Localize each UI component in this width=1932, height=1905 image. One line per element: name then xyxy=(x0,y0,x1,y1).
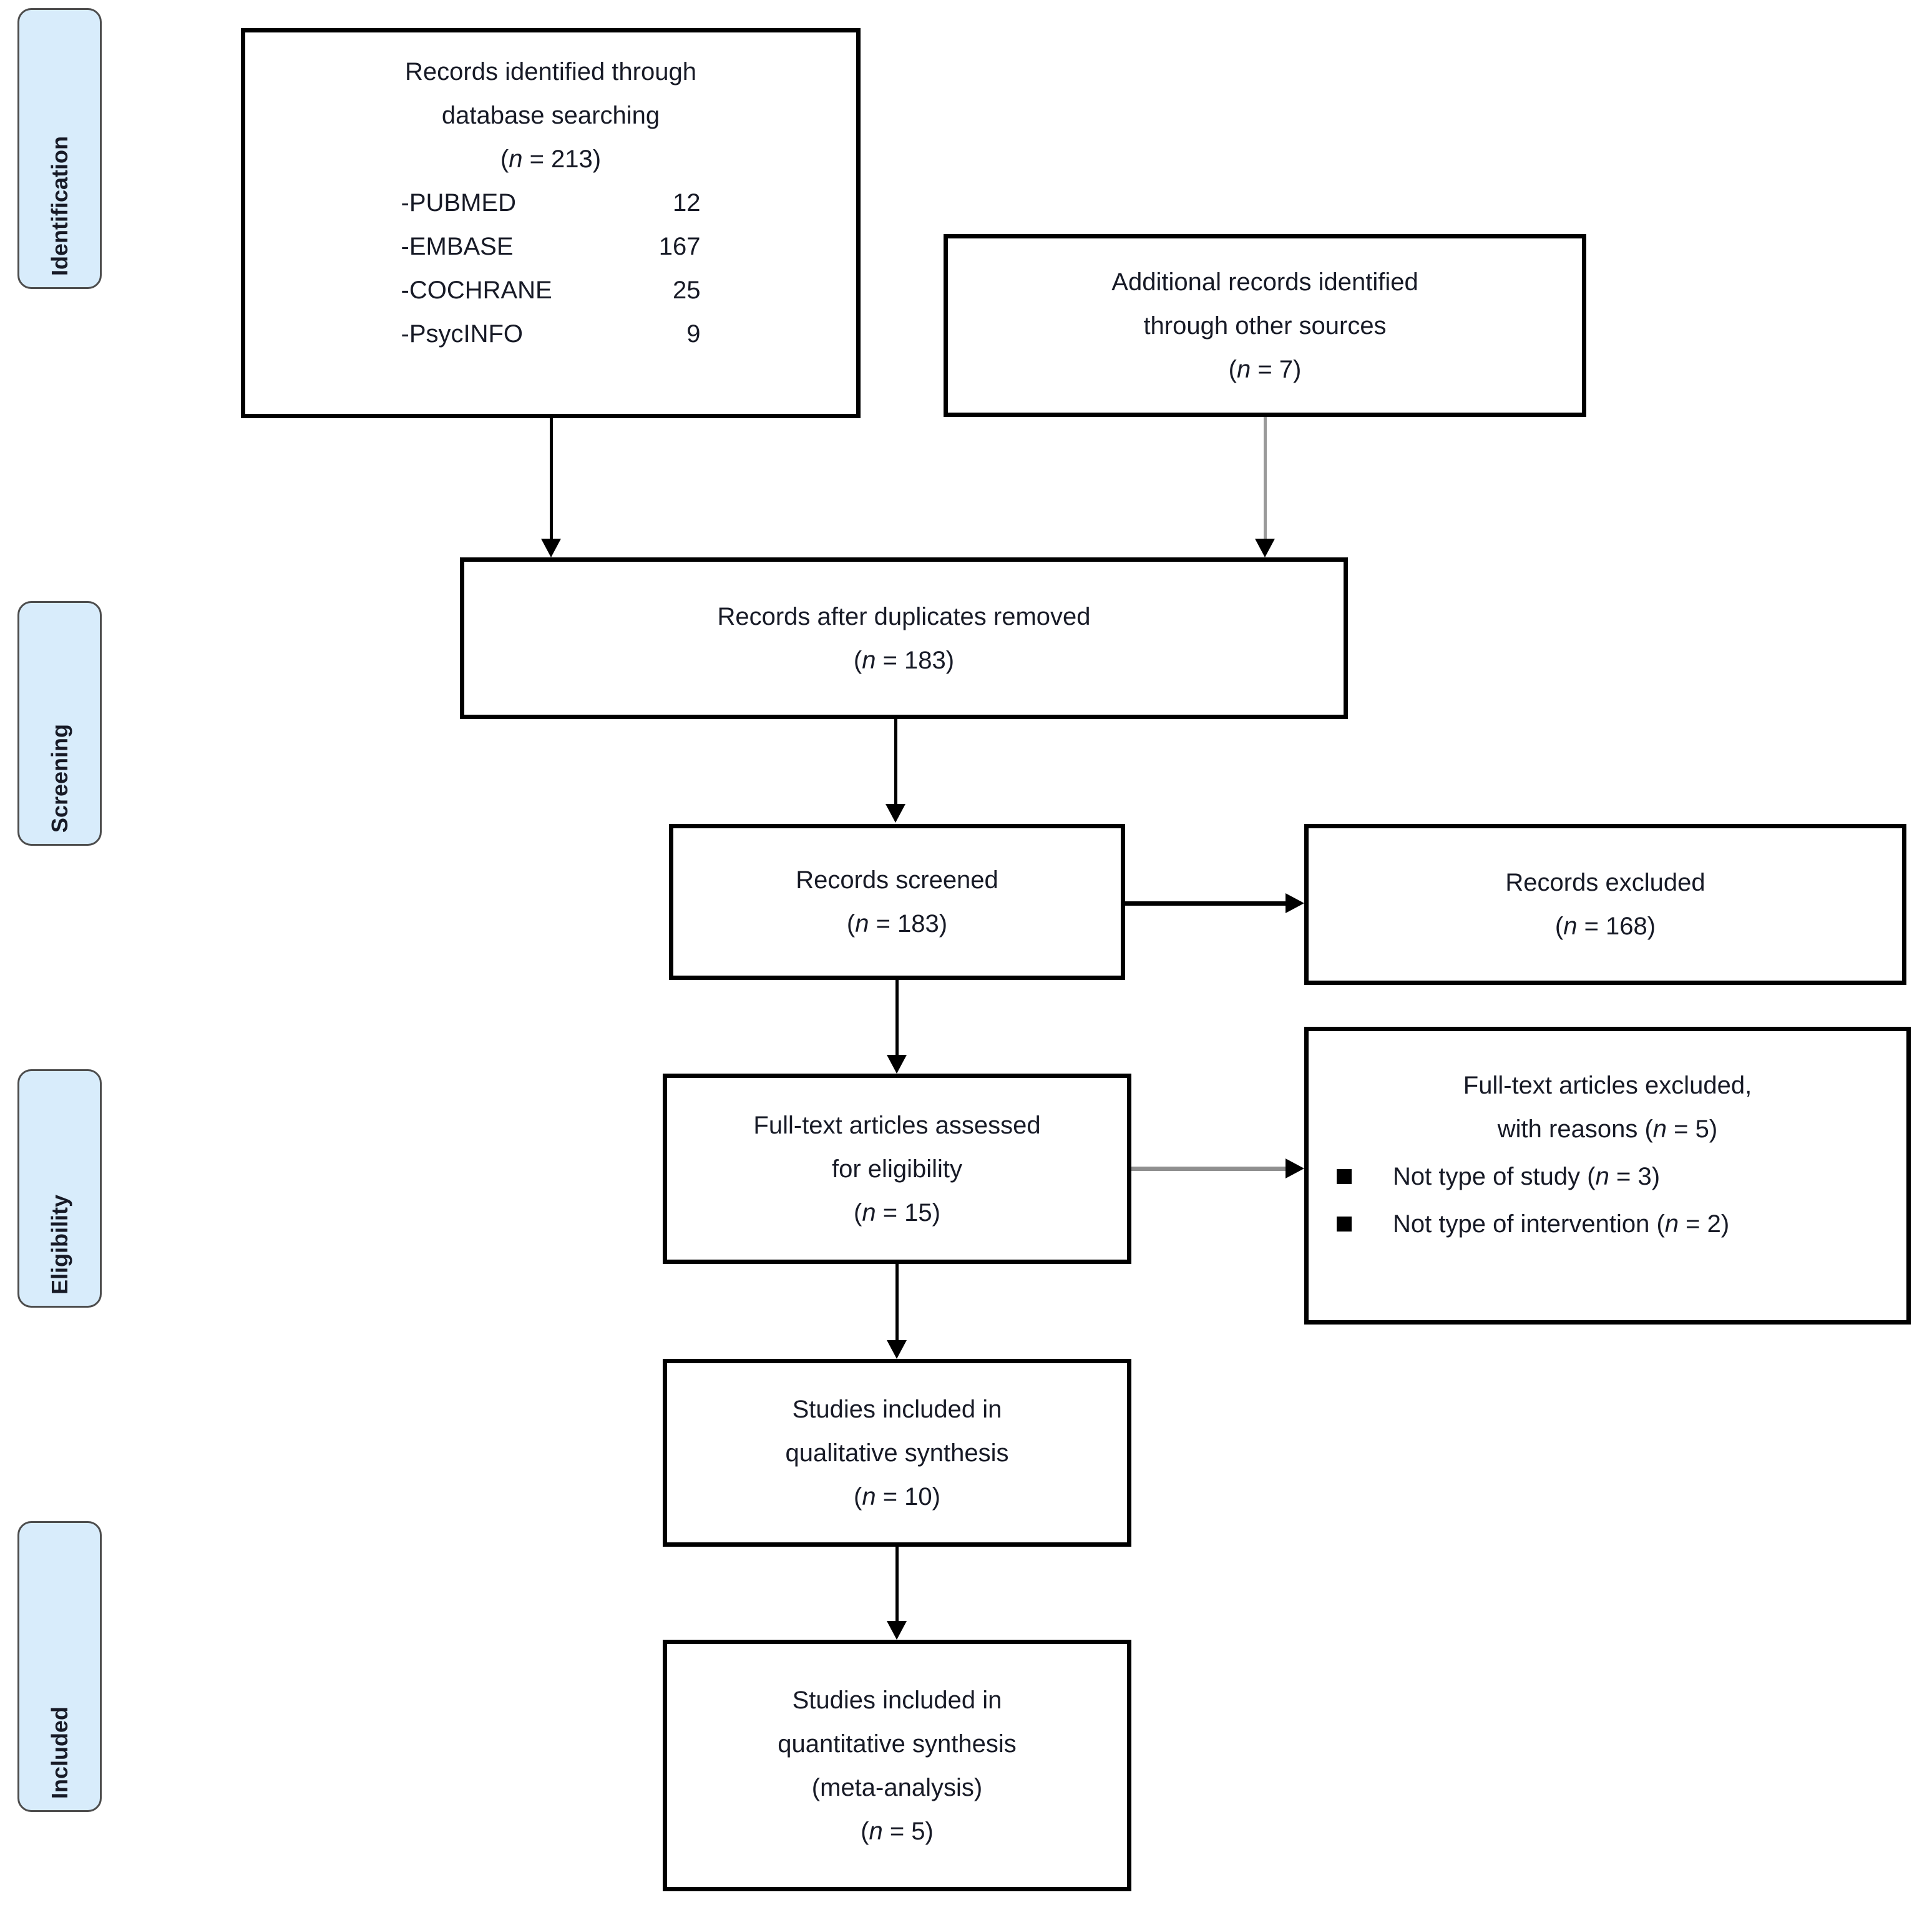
reasons-prefix: with reasons xyxy=(1497,1115,1638,1143)
database-row: -EMBASE 167 xyxy=(401,225,701,268)
arrowhead-down-icon xyxy=(1255,539,1275,557)
flow-box-records-screened: Records screened (n = 183) xyxy=(669,824,1125,980)
flow-box-fulltext-excluded: Full-text articles excluded, with reason… xyxy=(1304,1027,1911,1325)
stage-label-eligibility: Eligibility xyxy=(46,1194,72,1295)
stage-pill-screening: Screening xyxy=(17,601,102,846)
bullet-square-icon xyxy=(1337,1169,1352,1184)
box-n-count: (n = 15) xyxy=(854,1198,940,1227)
stage-label-included: Included xyxy=(46,1706,72,1799)
database-row: -PsycINFO 9 xyxy=(401,312,701,356)
box-text-line: for eligibility xyxy=(832,1155,962,1183)
box-text-line: quantitative synthesis xyxy=(778,1730,1017,1758)
box-text-line: qualitative synthesis xyxy=(785,1439,1009,1467)
box-n-count: (n = 213) xyxy=(500,145,602,173)
box-text-line: through other sources xyxy=(1143,311,1387,340)
arrowhead-right-icon xyxy=(1286,893,1304,913)
arrowhead-down-icon xyxy=(887,1621,907,1640)
box-text-line: Full-text articles assessed xyxy=(753,1111,1041,1139)
arrow-additional-to-dedup xyxy=(1264,417,1267,539)
box-text-line: Records screened xyxy=(796,866,998,894)
stage-label-identification: Identification xyxy=(46,136,72,276)
box-n-count: (n = 3) xyxy=(1587,1163,1661,1190)
flow-box-quantitative-synthesis: Studies included in quantitative synthes… xyxy=(663,1640,1131,1891)
box-text-line: Records identified through xyxy=(405,58,696,86)
stage-pill-eligibility: Eligibility xyxy=(17,1069,102,1308)
arrow-screened-to-fulltext xyxy=(895,980,899,1055)
box-text-line: database searching xyxy=(441,102,660,129)
box-n-count: (n = 183) xyxy=(853,646,955,674)
box-n-count: (n = 2) xyxy=(1656,1210,1730,1238)
database-count: 12 xyxy=(673,189,701,217)
arrow-identified-to-dedup xyxy=(550,418,553,539)
box-n-count: (n = 5) xyxy=(861,1817,934,1845)
arrowhead-down-icon xyxy=(887,1055,907,1074)
database-name: -PsycINFO xyxy=(401,320,524,348)
box-text-line: Studies included in xyxy=(792,1395,1002,1423)
flow-box-records-identified: Records identified through database sear… xyxy=(241,28,861,418)
database-count: 25 xyxy=(673,277,701,304)
box-n-count: (n = 183) xyxy=(846,910,948,938)
database-list: -PUBMED 12 -EMBASE 167 -COCHRANE 25 -Psy… xyxy=(401,181,701,356)
arrowhead-down-icon xyxy=(886,804,905,823)
arrowhead-right-icon xyxy=(1286,1158,1304,1178)
exclusion-reason-row: Not type of study (n = 3) xyxy=(1309,1155,1906,1198)
box-text-line: with reasons (n = 5) xyxy=(1309,1107,1906,1151)
database-name: -EMBASE xyxy=(401,233,514,260)
arrowhead-down-icon xyxy=(541,539,561,557)
box-text-line: Records excluded xyxy=(1505,869,1705,896)
flow-box-additional-records: Additional records identified through ot… xyxy=(944,234,1586,417)
database-count: 9 xyxy=(686,320,701,348)
arrow-screened-to-excluded xyxy=(1125,901,1287,906)
box-text-line: (meta-analysis) xyxy=(811,1773,983,1801)
box-text-line: Additional records identified xyxy=(1111,268,1418,296)
database-name: -PUBMED xyxy=(401,189,516,217)
box-n-count: (n = 7) xyxy=(1228,355,1302,383)
exclusion-reason: Not type of intervention (n = 2) xyxy=(1393,1210,1730,1238)
box-text-line: Full-text articles excluded, xyxy=(1463,1072,1752,1099)
flow-box-fulltext-assessed: Full-text articles assessed for eligibil… xyxy=(663,1074,1131,1264)
exclusion-reason-row: Not type of intervention (n = 2) xyxy=(1309,1202,1906,1246)
database-row: -PUBMED 12 xyxy=(401,181,701,225)
arrow-dedup-to-screened xyxy=(894,719,897,804)
box-n-count: (n = 168) xyxy=(1554,913,1656,940)
database-count: 167 xyxy=(658,233,701,260)
stage-label-screening: Screening xyxy=(46,723,72,833)
database-row: -COCHRANE 25 xyxy=(401,268,701,312)
flow-box-qualitative-synthesis: Studies included in qualitative synthesi… xyxy=(663,1359,1131,1547)
arrow-fulltext-to-qualitative xyxy=(895,1264,899,1340)
box-text-line: Studies included in xyxy=(792,1686,1002,1714)
box-n-count: (n = 5) xyxy=(1644,1115,1718,1143)
exclusion-reason: Not type of study (n = 3) xyxy=(1393,1163,1661,1190)
box-n-count: (n = 10) xyxy=(854,1482,940,1511)
stage-pill-included: Included xyxy=(17,1521,102,1812)
box-text-line: Records after duplicates removed xyxy=(717,602,1091,630)
arrow-qualitative-to-quantitative xyxy=(895,1547,899,1621)
arrowhead-down-icon xyxy=(887,1340,907,1359)
bullet-square-icon xyxy=(1337,1217,1352,1232)
flow-box-records-excluded: Records excluded (n = 168) xyxy=(1304,824,1906,985)
database-name: -COCHRANE xyxy=(401,277,552,304)
arrow-fulltext-to-excluded xyxy=(1131,1167,1287,1171)
stage-pill-identification: Identification xyxy=(17,8,102,289)
flow-box-duplicates-removed: Records after duplicates removed (n = 18… xyxy=(460,557,1348,719)
